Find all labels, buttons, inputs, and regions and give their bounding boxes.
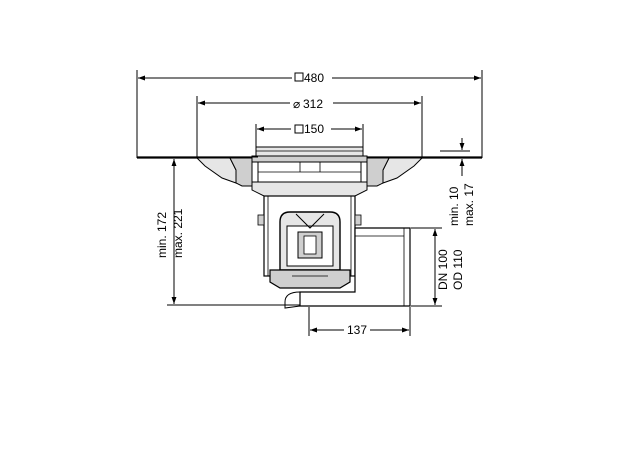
height-min-label: min. 172 [155, 212, 169, 258]
dimension-150-label: 150 [304, 122, 324, 136]
square-symbol [294, 72, 304, 82]
flange-offset-max-label: max. 17 [462, 183, 476, 226]
dimension-312: ⌀ 312 [196, 96, 423, 157]
outlet-nominal-label: DN 100 [436, 249, 450, 290]
height-max-label: max. 221 [171, 208, 185, 258]
drain-body [195, 146, 424, 309]
diameter-symbol: ⌀ [293, 97, 300, 111]
dimension-height: min. 172 max. 221 [155, 156, 300, 306]
dimension-137: 137 [308, 307, 411, 337]
dimension-312-label: 312 [303, 97, 323, 111]
dimension-flange-offset: min. 10 max. 17 [440, 138, 476, 226]
dimension-480: 480 [136, 70, 483, 158]
flange-offset-min-label: min. 10 [447, 186, 461, 226]
dimension-outlet-diameter: DN 100 OD 110 [411, 227, 465, 307]
outlet-length-label: 137 [347, 323, 367, 337]
dimension-480-label: 480 [304, 71, 324, 85]
dimension-150: 150 [255, 122, 364, 150]
square-symbol [294, 124, 304, 134]
grate [255, 146, 364, 157]
outlet-outer-label: OD 110 [451, 249, 465, 290]
